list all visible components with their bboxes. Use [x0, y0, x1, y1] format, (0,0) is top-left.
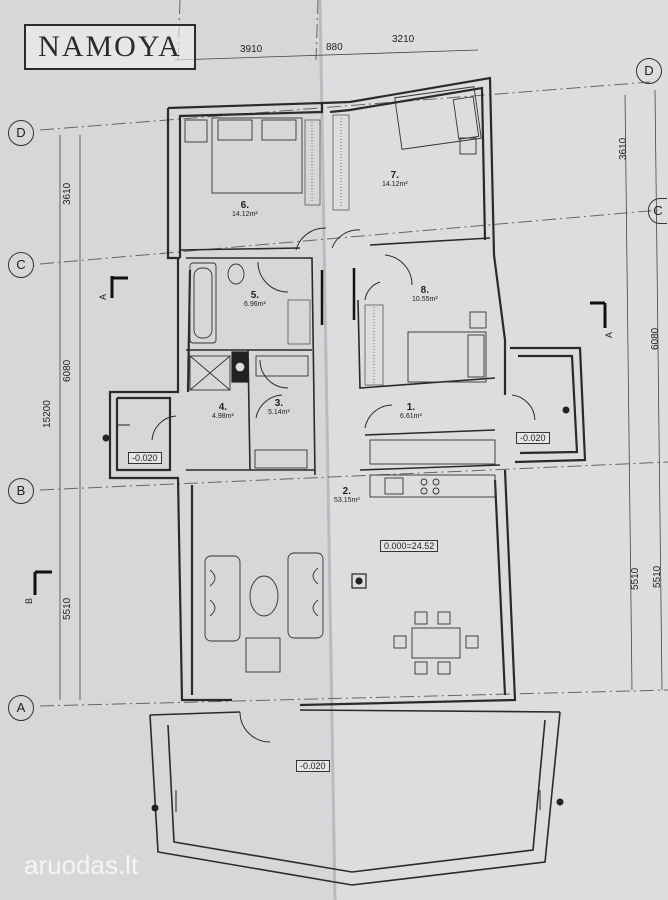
wardrobe-hatch [287, 114, 384, 386]
paper-sheet-left [0, 0, 335, 900]
room-8-number: 8. [420, 285, 430, 296]
exterior-walls [108, 76, 587, 707]
dim-left-ba: 5510 [62, 597, 73, 620]
room-2-area: 53.15m² [334, 497, 360, 504]
room-3-number: 3. [274, 398, 284, 409]
room-2: 2. 53.15m² [334, 486, 360, 504]
axis-b-left: B [8, 478, 34, 504]
door-swings [151, 227, 536, 743]
dim-right-ba: 5510 [630, 567, 641, 590]
axis-d-right: D [636, 58, 662, 84]
bed-furniture [184, 86, 487, 383]
room-1: 1. 6.61m² [400, 402, 422, 420]
dim-top-mid: 880 [326, 42, 343, 53]
dim-right-ba-outer: 5510 [652, 565, 663, 588]
room-5: 5. 6.96m² [244, 290, 266, 308]
room-3: 3. 5.14m² [268, 398, 290, 416]
dim-left-dc: 3610 [62, 182, 73, 205]
dim-left-cb: 6080 [62, 359, 73, 382]
room-6-number: 6. [240, 200, 250, 211]
kitchen-counter [369, 439, 496, 498]
room-4: 4. 4.98m² [212, 402, 234, 420]
dim-right-dc: 3610 [618, 137, 629, 160]
section-mark-b-left: B [24, 597, 35, 605]
dining-set [393, 611, 479, 675]
room-7-area: 14.12m² [382, 181, 408, 188]
axis-lines [39, 0, 668, 707]
room-7-number: 7. [390, 170, 400, 181]
section-mark-a-right: A [604, 331, 615, 339]
room-5-number: 5. [250, 290, 260, 301]
room-3-area: 5.14m² [268, 409, 290, 416]
room-4-area: 4.98m² [212, 413, 234, 420]
watermark-text: aruodas.lt [24, 850, 139, 880]
paper-fold [318, 0, 337, 900]
room-4-number: 4. [218, 402, 228, 413]
room-6-area: 14.12m² [232, 211, 258, 218]
section-marks [33, 268, 607, 595]
room-7: 7. 14.12m² [382, 170, 408, 188]
room-8-area: 10.55m² [412, 296, 438, 303]
dim-top-right: 3210 [392, 34, 415, 45]
level-terrace: -0.020 [296, 760, 330, 772]
entry-arrows [102, 406, 570, 812]
level-right-porch: -0.020 [516, 432, 550, 444]
dim-right-cb: 6080 [650, 327, 661, 350]
bathroom-fixtures [189, 262, 309, 469]
level-main: 0.000=24.52 [380, 540, 439, 552]
room-8: 8. 10.55m² [412, 285, 438, 303]
brand-logo: NAMOYA [24, 24, 196, 70]
axis-a-left: A [8, 695, 34, 721]
dim-top-left: 3910 [240, 44, 263, 55]
axis-c-left: C [8, 252, 34, 278]
axis-c-right: C [648, 198, 667, 224]
boiler-symbol [231, 351, 367, 589]
room-2-number: 2. [342, 486, 352, 497]
room-6: 6. 14.12m² [232, 200, 258, 218]
room-5-area: 6.96m² [244, 301, 266, 308]
dim-left-total: 15200 [42, 400, 53, 428]
section-mark-a-left: A [98, 293, 109, 301]
room-1-area: 6.61m² [400, 413, 422, 420]
dimension-lines [59, 49, 663, 700]
living-furniture [204, 552, 324, 673]
room-1-number: 1. [406, 402, 416, 413]
axis-d-left: D [8, 120, 34, 146]
paper-sheet-right [320, 0, 668, 900]
level-left-porch: -0.020 [128, 452, 162, 464]
